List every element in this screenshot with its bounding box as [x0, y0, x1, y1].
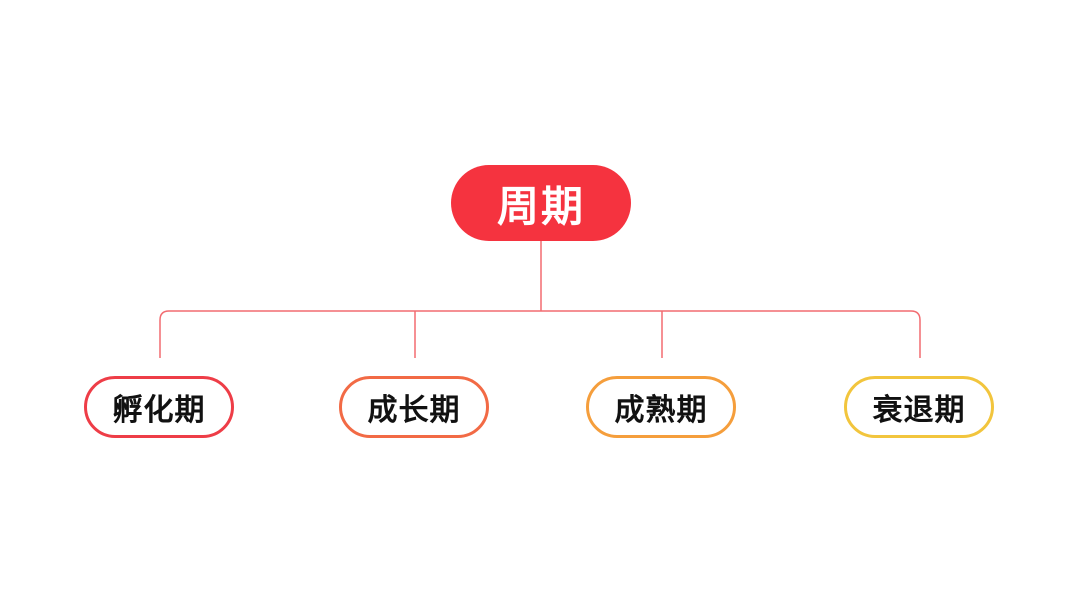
stage-node-incubation: 孵化期 [84, 376, 234, 438]
stage-node-label: 衰退期 [872, 393, 966, 428]
stage-node-label: 成熟期 [614, 393, 708, 428]
stage-node-maturity: 成熟期 [586, 376, 736, 438]
root-node-label: 周期 [496, 181, 585, 231]
root-node-cycle: 周期 [451, 165, 631, 241]
stage-node-label: 成长期 [367, 393, 461, 428]
stage-node-decline: 衰退期 [844, 376, 994, 438]
stage-node-growth: 成长期 [339, 376, 489, 438]
stage-node-label: 孵化期 [112, 393, 206, 428]
horizontal-branch-line [159, 310, 921, 358]
